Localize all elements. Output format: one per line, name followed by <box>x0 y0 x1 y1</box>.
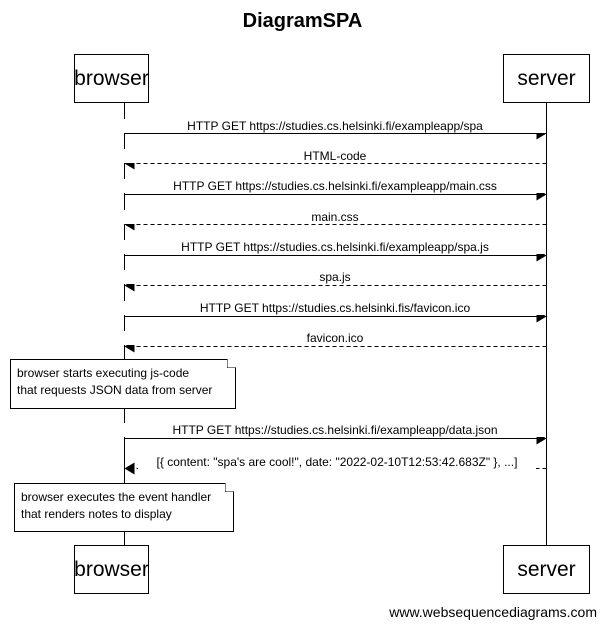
message-label: HTTP GET https://studies.cs.helsinki.fi/… <box>124 240 546 254</box>
note-js-execution: browser starts executing js-code that re… <box>10 359 236 409</box>
message-label: HTTP GET https://studies.cs.helsinki.fi/… <box>124 179 546 193</box>
diagram-title: DiagramSPA <box>242 10 363 32</box>
note-line: that renders notes to display <box>21 507 172 521</box>
participant-server-bottom: server <box>503 545 590 594</box>
message-arrowhead <box>124 462 135 475</box>
note-fold-icon <box>225 483 234 492</box>
message-label: spa.js <box>124 270 546 284</box>
participant-browser-top: browser <box>74 54 149 103</box>
message-label: HTML-code <box>124 149 546 163</box>
message-label: HTTP GET https://studies.cs.helsinki.fi/… <box>124 119 546 133</box>
message-label: [{ content: "spa's are cool!", date: "20… <box>138 455 536 469</box>
server-lifeline <box>546 103 547 545</box>
message-label: main.css <box>124 210 546 224</box>
note-line: browser executes the event handler <box>21 490 212 504</box>
participant-browser-bottom: browser <box>74 545 149 594</box>
footer-credit: www.websequencediagrams.com <box>389 604 597 620</box>
message-label: HTTP GET https://studies.cs.helsinki.fi/… <box>124 423 546 437</box>
note-line: browser starts executing js-code <box>17 366 190 380</box>
message-label: favicon.ico <box>124 331 546 345</box>
note-fold-icon <box>227 359 236 368</box>
browser-lifeline <box>124 103 125 545</box>
message-label: HTTP GET https://studies.cs.helsinki.fis… <box>124 301 546 315</box>
note-line: that requests JSON data from server <box>17 383 213 397</box>
participant-server-top: server <box>503 54 590 103</box>
note-event-handler: browser executes the event handler that … <box>14 483 234 532</box>
